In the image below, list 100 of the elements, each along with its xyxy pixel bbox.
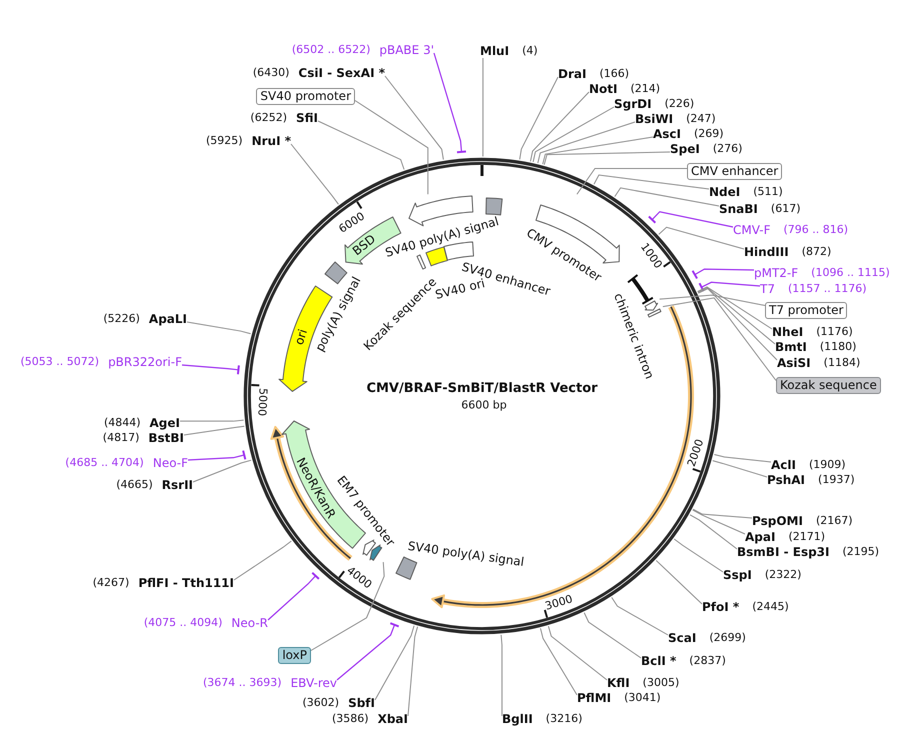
cut-site-position: (166) xyxy=(599,67,630,81)
leader-line xyxy=(318,120,405,170)
leader-line xyxy=(384,76,444,160)
enzyme-name: DraI xyxy=(558,67,586,81)
feature-label: SV40 poly(A) signal xyxy=(407,538,525,570)
enzyme-name: SfiI xyxy=(296,111,318,125)
leader-line xyxy=(611,596,668,636)
leader-line xyxy=(354,100,428,195)
cut-site-position: (2322) xyxy=(764,568,802,582)
enzyme-name: SpeI xyxy=(670,142,700,156)
enzyme-name: BsmBI - Esp3I xyxy=(737,545,830,559)
enzyme-name: SnaBI xyxy=(719,202,758,216)
leader-line xyxy=(692,509,746,534)
feature-label: ori xyxy=(292,328,310,347)
enzyme-name: BstBI xyxy=(148,431,184,445)
primer-name: Neo-R xyxy=(231,616,268,630)
primer-name: EBV-rev xyxy=(290,676,337,690)
primer-position: (796 .. 816) xyxy=(783,223,848,237)
feature-tag: CMV enhancer xyxy=(687,162,782,180)
leader-line xyxy=(184,426,245,436)
leader-line xyxy=(234,540,292,580)
enzyme-name: RsrII xyxy=(162,478,193,492)
tick-label: 3000 xyxy=(544,594,574,612)
enzyme-name: AsiSI xyxy=(777,356,811,370)
sequence-length: 6600 bp xyxy=(461,398,507,412)
cut-site-position: (1909) xyxy=(808,458,846,472)
cut-site-position: (247) xyxy=(686,112,716,126)
cut-site-position: (872) xyxy=(802,245,832,259)
cut-site-position: (3041) xyxy=(624,691,661,705)
primer-position: (1157 .. 1176) xyxy=(788,282,867,296)
leader-line xyxy=(336,622,400,680)
feature-block xyxy=(646,306,663,319)
leader-line xyxy=(698,288,778,360)
leader-line xyxy=(192,460,252,482)
enzyme-name: NruI * xyxy=(252,134,291,148)
enzyme-name: SbfI xyxy=(348,696,375,710)
enzyme-name: SgrDI xyxy=(614,97,652,111)
leader-line xyxy=(692,508,752,518)
enzyme-name: BclI * xyxy=(641,654,676,668)
feature-tag: T7 promoter xyxy=(765,302,848,318)
cut-site-position: (1180) xyxy=(820,340,856,354)
primer-position: (4075 .. 4094) xyxy=(144,616,222,630)
cut-site-position: (617) xyxy=(770,202,800,216)
leader-line xyxy=(659,294,766,306)
enzyme-name: BsiWI xyxy=(635,112,674,126)
cut-site-position: (1176) xyxy=(816,325,853,339)
leader-line xyxy=(648,211,734,228)
leader-line xyxy=(697,287,776,344)
leader-line xyxy=(374,625,415,700)
cut-site-position: (2699) xyxy=(709,631,746,645)
leader-line xyxy=(542,136,654,165)
cut-site-position: (4665) xyxy=(116,478,153,492)
enzyme-name: XbaI xyxy=(378,712,408,726)
feature-tag: loxP xyxy=(278,646,311,664)
cut-site-position: (2837) xyxy=(689,654,726,668)
leader-line xyxy=(310,562,385,651)
enzyme-name: BglII xyxy=(502,712,533,726)
cut-site-position: (5925) xyxy=(206,134,243,148)
primer-name: pMT2-F xyxy=(754,266,798,280)
enzyme-name: SspI xyxy=(723,568,752,582)
leader-line xyxy=(712,460,768,478)
cut-site-position: (3216) xyxy=(546,712,582,726)
leader-line xyxy=(188,450,246,461)
cut-site-position: (1937) xyxy=(818,473,855,487)
enzyme-name: KflI xyxy=(607,676,630,690)
feature-bar xyxy=(415,252,428,271)
enzyme-name: PflMI xyxy=(577,691,612,705)
leader-line xyxy=(689,514,738,550)
leader-line xyxy=(268,572,320,620)
primer-name: CMV-F xyxy=(733,223,770,237)
leader-line xyxy=(662,297,776,381)
enzyme-name: BmtI xyxy=(775,340,807,354)
enzyme-name: ApaI xyxy=(745,530,776,544)
leader-line xyxy=(182,364,240,376)
leader-line xyxy=(519,76,558,160)
cut-site-position: (269) xyxy=(694,127,724,141)
cut-site-position: (511) xyxy=(753,185,783,199)
leader-line xyxy=(408,626,418,716)
primer-position: (6502 .. 6522) xyxy=(292,43,370,57)
feature-label: BSD xyxy=(350,232,378,259)
primer-position: (1096 .. 1115) xyxy=(811,266,890,280)
cut-site-position: (226) xyxy=(664,97,694,111)
cut-site-position: (2167) xyxy=(816,514,853,528)
cut-site-position: (6252) xyxy=(250,111,287,125)
primer-name: Neo-F xyxy=(152,456,188,470)
leader-line xyxy=(697,286,772,330)
cut-site-position: (5226) xyxy=(103,312,140,326)
leader-line xyxy=(584,612,642,658)
primer-name: pBR322ori-F xyxy=(108,355,182,369)
leader-line xyxy=(576,168,688,195)
enzyme-name: PshAI xyxy=(767,473,806,487)
leader-line xyxy=(658,226,744,250)
primer-name: pBABE 3' xyxy=(379,43,434,57)
leader-line xyxy=(540,628,578,696)
leader-line xyxy=(692,268,754,280)
primer-position: (4685 .. 4704) xyxy=(65,456,144,470)
cut-site-position: (4844) xyxy=(104,416,141,430)
cut-site-position: (276) xyxy=(712,142,742,156)
cut-site-position: (6430) xyxy=(252,66,290,80)
leader-line xyxy=(614,187,720,206)
